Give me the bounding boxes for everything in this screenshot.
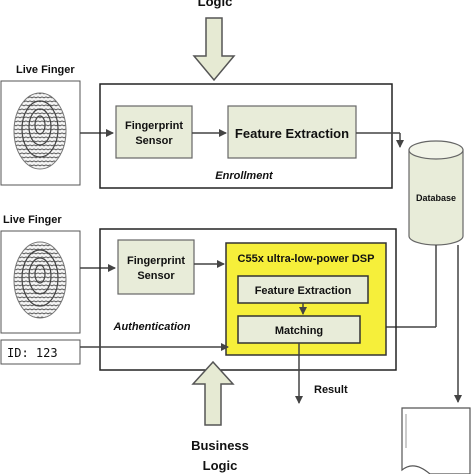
enrollment-caption: Enrollment [215,170,274,182]
top-logic-label: Logic [198,0,233,9]
authentication-outer-box [99,228,397,371]
result-label: Result [314,384,348,396]
dsp-title: C55x ultra-low-power DSP [238,253,375,265]
enrollment-sensor-box [115,105,193,159]
database-label: Database [416,193,456,203]
enrollment-outer-box [99,83,393,189]
dsp-matching-box [237,315,361,344]
authentication-live-finger-label: Live Finger [3,214,62,226]
enrollment-feature-extraction-box [227,105,357,159]
authentication-sensor-label-1: Fingerprint [127,255,185,267]
authentication-fingerprint-image [0,230,81,334]
id-box [0,339,81,365]
enrollment-fingerprint-image [0,80,81,186]
authentication-caption: Authentication [113,321,191,333]
enrollment-live-finger-label: Live Finger [16,64,75,76]
id-text: ID: 123 [7,346,58,360]
enrollment-sensor-label-2: Sensor [135,135,173,147]
bottom-logic-label-1: Business [191,438,249,453]
dsp-feature-extraction-box [237,275,369,304]
enrollment-feature-extraction-label: Feature Extraction [235,126,349,141]
enrollment-sensor-label-1: Fingerprint [125,120,183,132]
dsp-matching-label: Matching [275,325,323,337]
top-logic-arrow [192,17,236,82]
database-cylinder [408,140,464,246]
authentication-sensor-label-2: Sensor [137,270,175,282]
bottom-logic-label-2: Logic [203,458,238,473]
dsp-feature-extraction-label: Feature Extraction [255,285,352,297]
bottom-business-logic-arrow [191,360,235,426]
document-icon [401,407,471,474]
authentication-sensor-box [117,239,195,295]
